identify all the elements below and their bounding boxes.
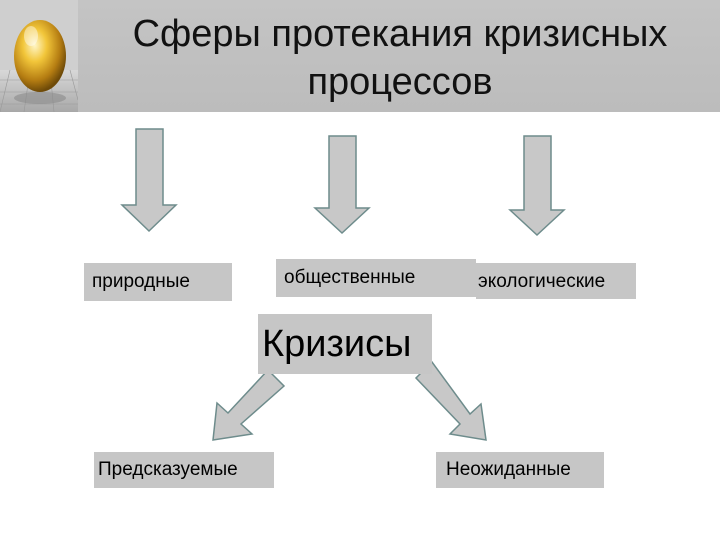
sphere-social-label: общественные xyxy=(284,267,416,288)
sphere-social: общественные xyxy=(276,259,476,297)
title-line-2: процессов xyxy=(307,61,493,103)
crisis-box: Кризисы xyxy=(258,314,432,374)
header-band xyxy=(0,0,720,112)
crisis-label: Кризисы xyxy=(262,323,412,365)
sphere-natural-label: природные xyxy=(92,271,190,292)
type-unexpected: Неожиданные xyxy=(436,452,604,488)
arrow-down-social xyxy=(313,135,371,235)
slide-title: Сферы протекания кризисных процессов xyxy=(80,10,720,106)
arrow-down-ecological xyxy=(508,135,566,237)
arrow-down-natural xyxy=(120,128,178,233)
golden-egg-image xyxy=(0,0,78,112)
type-unexpected-label: Неожиданные xyxy=(446,459,571,480)
arrow-to-predictable xyxy=(212,368,286,441)
sphere-ecological: экологические xyxy=(476,263,636,299)
type-predictable: Предсказуемые xyxy=(94,452,274,488)
arrow-to-unexpected xyxy=(414,360,487,441)
sphere-natural: природные xyxy=(84,263,232,301)
title-line-1: Сферы протекания кризисных xyxy=(132,13,668,55)
sphere-ecological-label: экологические xyxy=(478,271,606,292)
type-predictable-label: Предсказуемые xyxy=(98,459,238,480)
